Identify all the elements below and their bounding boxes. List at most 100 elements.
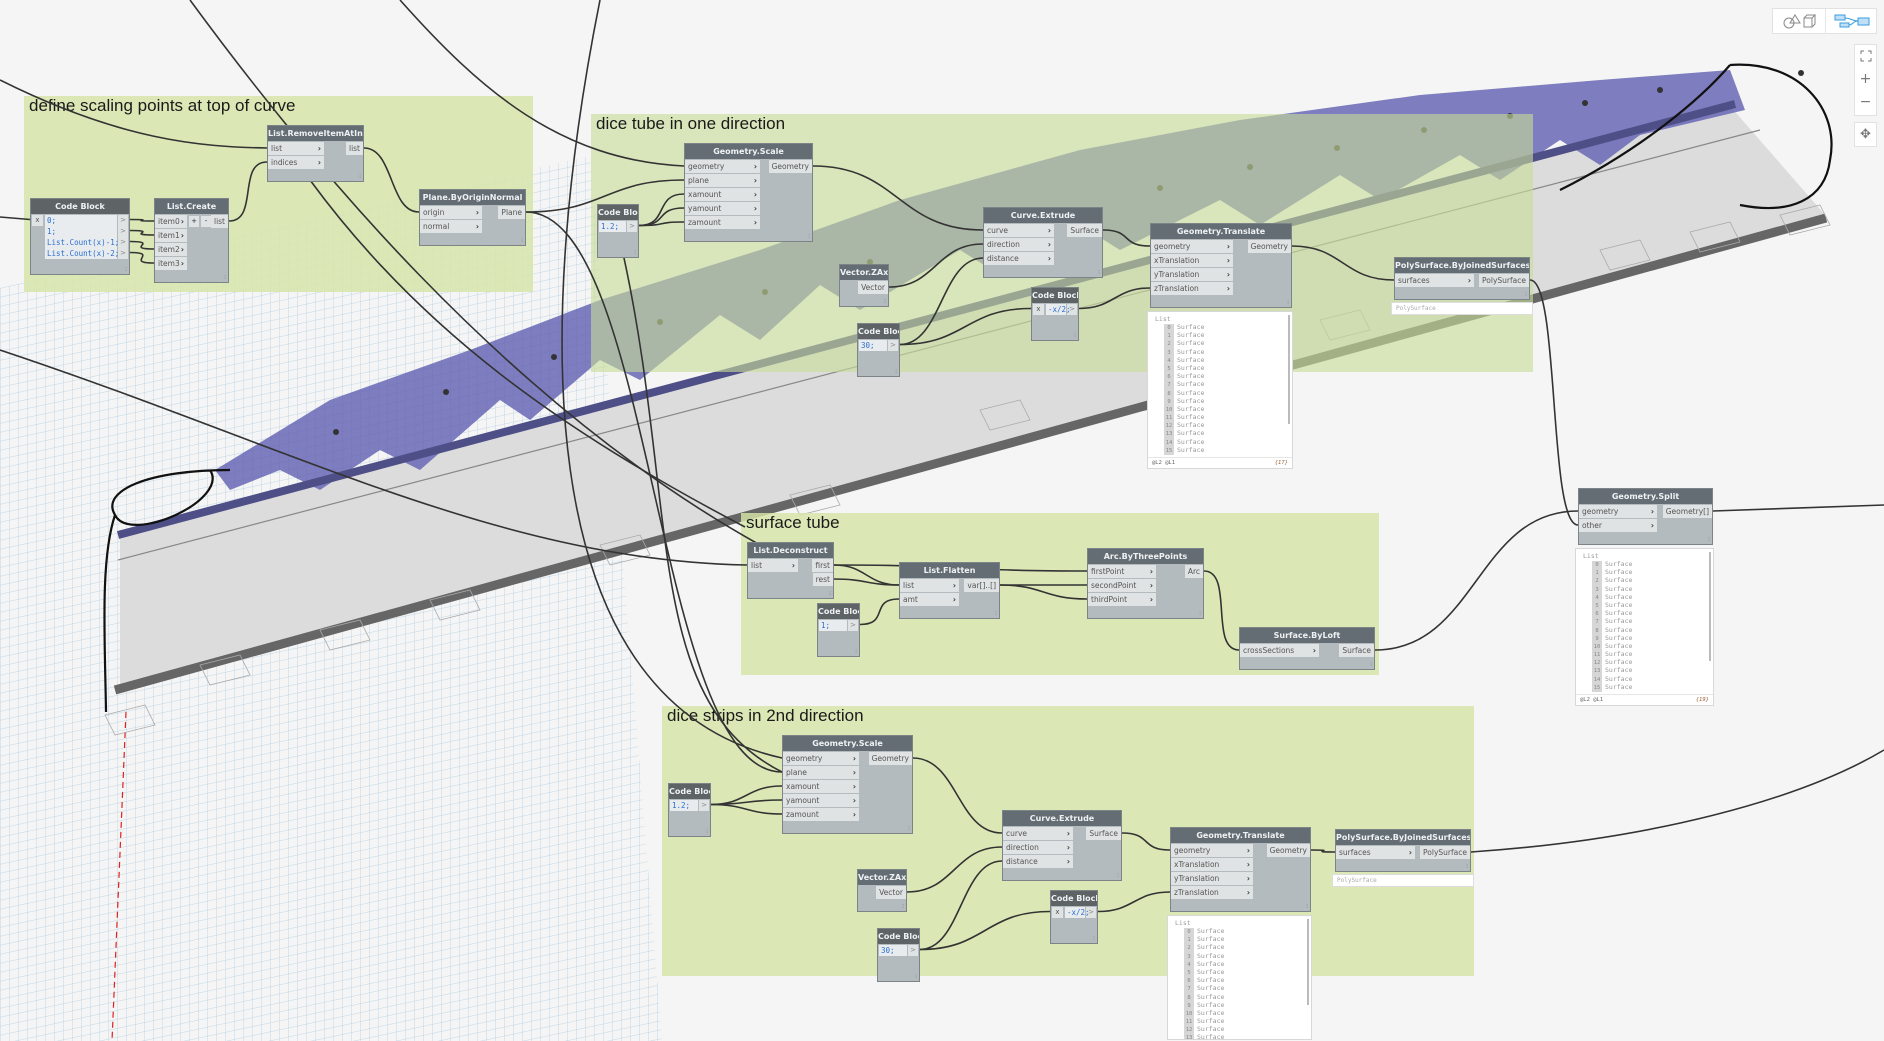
input-port-geometry[interactable]: geometry› xyxy=(1579,505,1657,518)
input-port-indices[interactable]: indices› xyxy=(268,156,324,169)
resize-grip-icon[interactable]: ⁝ xyxy=(706,828,708,835)
preview-scrollbar[interactable] xyxy=(1288,315,1290,425)
input-port-xtranslation[interactable]: xTranslation› xyxy=(1171,858,1253,871)
input-port-yamount[interactable]: yamount› xyxy=(783,794,859,807)
input-port-geometry[interactable]: geometry› xyxy=(1151,240,1233,253)
resize-grip-icon[interactable]: ⁝ xyxy=(1708,536,1710,543)
input-port-geometry[interactable]: geometry› xyxy=(685,160,760,173)
code-editor[interactable]: 0;1;List.Count(x)-1;List.Count(x)-2; xyxy=(45,215,119,259)
node-vz1[interactable]: Vector.ZAxisVector⁝ xyxy=(839,264,889,307)
input-port-item1[interactable]: item1› xyxy=(155,229,187,242)
code-editor[interactable]: 1; xyxy=(819,620,847,631)
geometry-view-icon[interactable] xyxy=(1773,9,1826,33)
output-port-vector[interactable]: Vector xyxy=(876,886,906,899)
code-editor[interactable]: -x/2; xyxy=(1065,907,1090,918)
node-cb4[interactable]: Code Block>1;⁝ xyxy=(817,603,860,657)
graph-view-icon[interactable] xyxy=(1826,9,1877,33)
input-port-yamount[interactable]: yamount› xyxy=(685,202,760,215)
resize-grip-icon[interactable]: ⁝ xyxy=(634,249,636,256)
resize-grip-icon[interactable]: ⁝ xyxy=(855,648,857,655)
output-port[interactable]: > xyxy=(118,248,128,259)
code-editor[interactable]: 1.2; xyxy=(670,800,698,811)
output-port-geometry[interactable]: Geometry[] xyxy=(1662,505,1712,518)
input-port-secondpoint[interactable]: secondPoint› xyxy=(1088,579,1156,592)
input-port-x[interactable]: x xyxy=(1052,907,1063,918)
input-port-surfaces[interactable]: surfaces› xyxy=(1395,274,1474,287)
input-port-crosssections[interactable]: crossSections› xyxy=(1240,644,1319,657)
input-port-plane[interactable]: plane› xyxy=(783,766,859,779)
input-port-list[interactable]: list› xyxy=(900,579,959,592)
input-port-ztranslation[interactable]: zTranslation› xyxy=(1151,282,1233,295)
output-port-geometry[interactable]: Geometry xyxy=(1247,240,1291,253)
input-port-xamount[interactable]: xamount› xyxy=(685,188,760,201)
input-port-geometry[interactable]: geometry› xyxy=(783,752,859,765)
resize-grip-icon[interactable]: ⁝ xyxy=(908,825,910,832)
resize-grip-icon[interactable]: ⁝ xyxy=(1525,291,1527,298)
output-port[interactable]: > xyxy=(118,215,128,226)
output-port[interactable]: > xyxy=(627,221,637,232)
resize-grip-icon[interactable]: ⁝ xyxy=(895,368,897,375)
resize-grip-icon[interactable]: ⁝ xyxy=(1093,935,1095,942)
resize-grip-icon[interactable]: ⁝ xyxy=(995,610,997,617)
zoom-to-fit-icon[interactable] xyxy=(1855,45,1876,67)
resize-grip-icon[interactable]: ⁝ xyxy=(902,903,904,910)
output-port-var[interactable]: var[]..[] xyxy=(964,579,999,592)
preview-scrollbar[interactable] xyxy=(1709,552,1711,662)
node-vz2[interactable]: Vector.ZAxisVector⁝ xyxy=(857,869,907,912)
input-port-item2[interactable]: item2› xyxy=(155,243,187,256)
output-port[interactable]: > xyxy=(848,620,858,631)
add-input-button[interactable]: + xyxy=(189,216,199,227)
resize-grip-icon[interactable]: ⁝ xyxy=(224,274,226,281)
resize-grip-icon[interactable]: ⁝ xyxy=(884,298,886,305)
input-port-distance[interactable]: distance› xyxy=(1003,855,1073,868)
input-port-normal[interactable]: normal› xyxy=(420,220,482,233)
resize-grip-icon[interactable]: ⁝ xyxy=(359,173,361,180)
code-editor[interactable]: 30; xyxy=(859,340,887,351)
output-port-geometry[interactable]: Geometry xyxy=(768,160,812,173)
resize-grip-icon[interactable]: ⁝ xyxy=(808,233,810,240)
input-port-thirdpoint[interactable]: thirdPoint› xyxy=(1088,593,1156,606)
input-port-curve[interactable]: curve› xyxy=(984,224,1054,237)
input-port-x[interactable]: x xyxy=(1033,304,1044,315)
input-port-distance[interactable]: distance› xyxy=(984,252,1054,265)
input-port-amt[interactable]: amt› xyxy=(900,593,959,606)
output-port-arc[interactable]: Arc xyxy=(1184,565,1203,578)
preview-scrollbar[interactable] xyxy=(1307,919,1309,1006)
resize-grip-icon[interactable]: ⁝ xyxy=(1074,332,1076,339)
input-port-xtranslation[interactable]: xTranslation› xyxy=(1151,254,1233,267)
input-port-zamount[interactable]: zamount› xyxy=(685,216,760,229)
code-editor[interactable]: 1.2; xyxy=(599,221,626,232)
input-port-item3[interactable]: item3› xyxy=(155,257,187,270)
resize-grip-icon[interactable]: ⁝ xyxy=(1287,299,1289,306)
node-cb3[interactable]: Code Block>30;⁝ xyxy=(857,323,900,377)
code-editor[interactable]: 30; xyxy=(879,945,907,956)
output-port-polysurface[interactable]: PolySurface xyxy=(1420,846,1470,859)
output-port-list[interactable]: list xyxy=(345,142,363,155)
input-port-surfaces[interactable]: surfaces› xyxy=(1336,846,1415,859)
node-cb2[interactable]: Code Block>1.2;⁝ xyxy=(597,204,639,258)
resize-grip-icon[interactable]: ⁝ xyxy=(1098,269,1100,276)
resize-grip-icon[interactable]: ⁝ xyxy=(1199,610,1201,617)
resize-grip-icon[interactable]: ⁝ xyxy=(1466,863,1468,870)
resize-grip-icon[interactable]: ⁝ xyxy=(829,590,831,597)
output-port-vector[interactable]: Vector xyxy=(858,281,888,294)
node-cb6[interactable]: Code Block>30;⁝ xyxy=(877,928,920,982)
input-port-curve[interactable]: curve› xyxy=(1003,827,1073,840)
output-port[interactable]: > xyxy=(699,800,709,811)
node-cb5[interactable]: Code Block>1.2;⁝ xyxy=(668,783,711,837)
